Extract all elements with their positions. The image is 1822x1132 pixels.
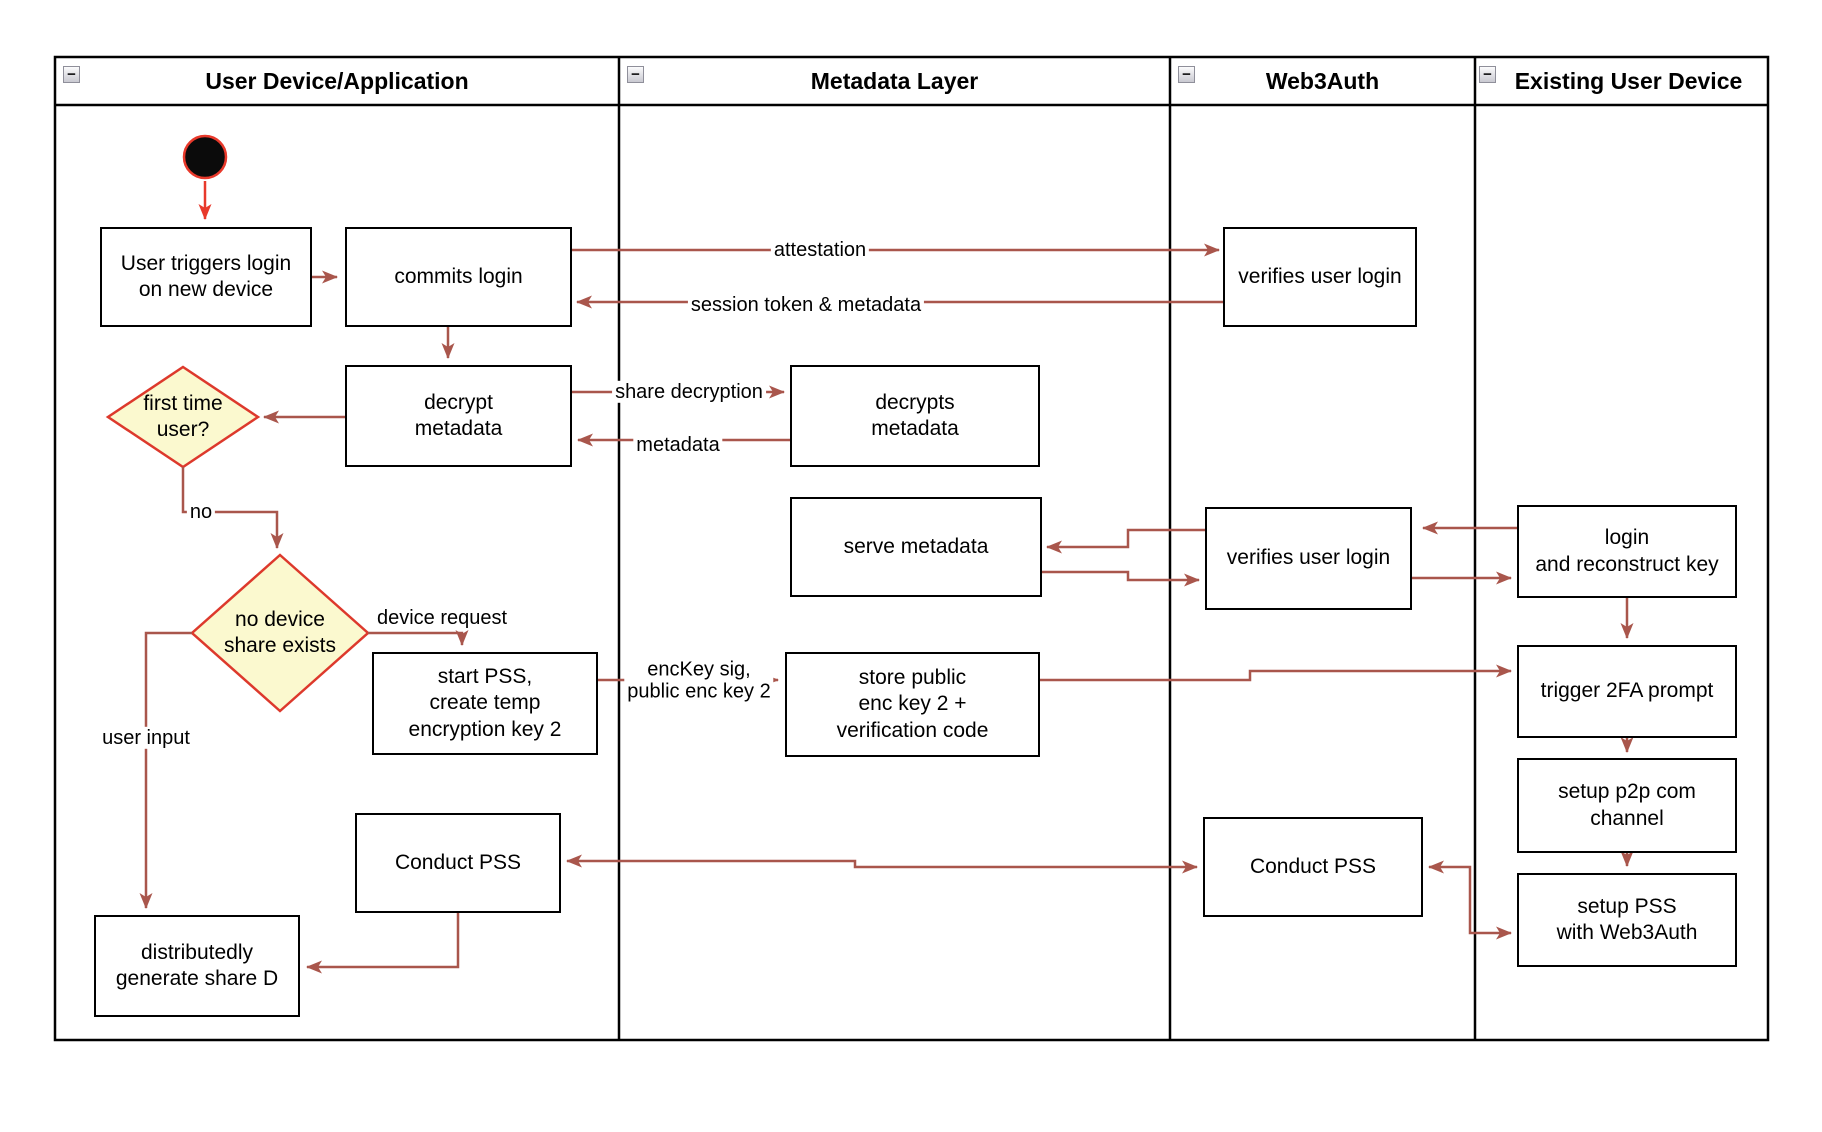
collapse-lane-button[interactable]: − [1178, 66, 1195, 83]
edge-device-request [368, 630, 469, 646]
node-conduct-pss-web3auth: Conduct PSS [1203, 817, 1423, 917]
node-store-public-enc-key: store public enc key 2 + verification co… [785, 652, 1040, 757]
node-commits-login: commits login [345, 227, 572, 327]
edge-conductpss-setuppss-link [1428, 860, 1512, 940]
decision-no-device-share-label: no device share exists [223, 608, 337, 657]
lane-header-metadata: Metadata Layer [810, 67, 979, 94]
lane-header-existing-device: Existing User Device [1514, 67, 1743, 94]
collapse-lane-button[interactable]: − [63, 66, 80, 83]
edge-label-user-input: user input [99, 726, 193, 750]
edge-verify-to-serve [1046, 528, 1205, 554]
node-verifies-user-login-mid: verifies user login [1205, 507, 1412, 610]
node-login-reconstruct-key: login and reconstruct key [1517, 505, 1737, 598]
node-distributedly-generate-share: distributedly generate share D [94, 915, 300, 1017]
node-start-pss: start PSS, create temp encryption key 2 [372, 652, 598, 755]
node-setup-p2p-channel: setup p2p com channel [1517, 758, 1737, 853]
decision-no-device-share [190, 553, 370, 713]
collapse-lane-button[interactable]: − [1479, 66, 1496, 83]
edge-label-metadata: metadata [633, 433, 723, 457]
edge-no-branch [181, 467, 284, 549]
collapse-lane-button[interactable]: − [627, 66, 644, 83]
node-conduct-pss-user: Conduct PSS [355, 813, 561, 913]
node-serve-metadata: serve metadata [790, 497, 1042, 597]
node-setup-pss-web3auth: setup PSS with Web3Auth [1517, 873, 1737, 967]
node-trigger-2fa-prompt: trigger 2FA prompt [1517, 645, 1737, 738]
edge-user-input [139, 631, 192, 909]
edge-label-no: no [186, 500, 216, 524]
edge-label-device-request: device request [373, 606, 511, 630]
edge-store-to-2fa [1040, 664, 1512, 682]
edge-label-session-token: session token & metadata [687, 293, 925, 317]
edge-label-enckey-sig: encKey sig, public enc key 2 [624, 658, 774, 704]
node-verifies-user-login-top: verifies user login [1223, 227, 1417, 327]
node-decrypt-metadata: decrypt metadata [345, 365, 572, 467]
edge-label-attestation: attestation [770, 238, 870, 262]
edge-conduct-to-distgen [306, 913, 460, 974]
lane-header-web3auth: Web3Auth [1265, 67, 1380, 94]
decision-first-time-user-label: first time user? [143, 392, 223, 441]
edge-conductpss-link [566, 854, 1198, 874]
lane-header-user-device: User Device/Application [205, 67, 469, 94]
node-user-triggers-login: User triggers login on new device [100, 227, 312, 327]
edge-serve-to-verify [1042, 570, 1200, 587]
node-decrypts-metadata: decrypts metadata [790, 365, 1040, 467]
edge-label-share-decryption: share decryption [612, 380, 766, 404]
start-node [182, 134, 228, 180]
